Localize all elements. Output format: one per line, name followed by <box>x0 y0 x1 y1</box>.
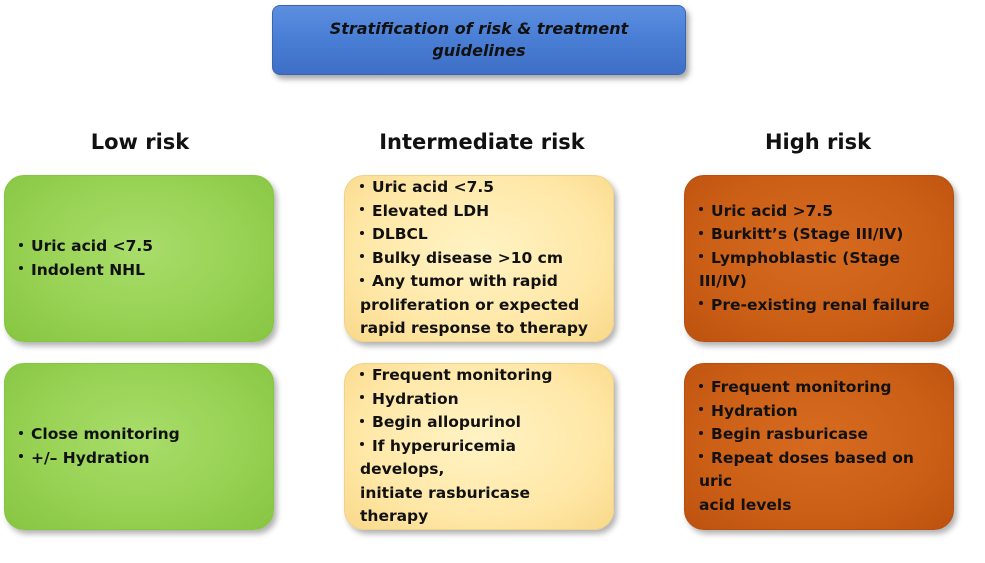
list-item: If hyperuricemia develops, <box>360 436 516 479</box>
list-item: Begin rasburicase <box>699 423 939 447</box>
header-high-risk: High risk <box>764 130 872 154</box>
bullet-icon <box>360 254 364 259</box>
bullet-icon <box>699 301 703 306</box>
list-item-continuation: proliferation or expected <box>360 295 580 314</box>
high-risk-treatment-box: Frequent monitoring Hydration Begin rasb… <box>684 363 954 530</box>
list-item: Uric acid <7.5 <box>360 176 588 200</box>
bullet-icon <box>699 430 703 435</box>
bullet-icon <box>360 183 364 188</box>
list-item: Uric acid <7.5 <box>19 235 153 259</box>
high-risk-criteria-box: Uric acid >7.5 Burkitt’s (Stage III/IV) … <box>684 175 954 342</box>
list-item: Pre-existing renal failure <box>699 294 939 318</box>
list-item: Begin allopurinol <box>360 411 599 435</box>
list-item: Close monitoring <box>19 423 180 447</box>
header-low-risk: Low risk <box>90 130 190 154</box>
bullet-icon <box>360 418 364 423</box>
bullet-icon <box>360 230 364 235</box>
list-item: Hydration <box>699 400 939 424</box>
list-item: Bulky disease >10 cm <box>360 247 588 271</box>
bullet-icon <box>699 407 703 411</box>
list-item: Hydration <box>360 388 599 412</box>
bullet-icon <box>19 454 23 458</box>
list-item-continuation: acid levels <box>699 495 792 514</box>
list-item: Indolent NHL <box>19 259 153 283</box>
bullet-icon <box>360 207 364 212</box>
list-item: Elevated LDH <box>360 200 588 224</box>
bullet-icon <box>699 383 703 388</box>
list-item-continuation: rapid response to therapy <box>360 319 589 338</box>
title-line-1: Stratification of risk & treatment <box>329 19 629 38</box>
bullet-icon <box>699 230 703 235</box>
list-item: Uric acid >7.5 <box>699 200 939 224</box>
low-risk-criteria-box: Uric acid <7.5 Indolent NHL <box>4 175 274 342</box>
bullet-icon <box>360 371 364 376</box>
title-box: Stratification of risk & treatment guide… <box>272 5 686 75</box>
header-intermediate-risk: Intermediate risk <box>379 130 585 154</box>
bullet-icon <box>19 266 23 270</box>
list-item: Frequent monitoring <box>699 376 939 400</box>
list-item: Lymphoblastic (Stage III/IV) <box>699 248 900 291</box>
title-line-2: guidelines <box>432 41 526 60</box>
intermediate-risk-criteria-box: Uric acid <7.5 Elevated LDH DLBCL Bulky … <box>344 175 614 342</box>
list-item-continuation: initiate rasburicase therapy <box>360 483 530 526</box>
bullet-icon <box>699 454 703 458</box>
list-item: Repeat doses based on uric <box>699 448 914 490</box>
low-risk-treatment-box: Close monitoring +/– Hydration <box>4 363 274 530</box>
bullet-icon <box>19 242 23 247</box>
bullet-icon <box>699 254 703 259</box>
intermediate-risk-treatment-box: Frequent monitoring Hydration Begin allo… <box>344 363 614 530</box>
list-item: Any tumor with rapid <box>360 270 588 294</box>
bullet-icon <box>360 442 364 447</box>
bullet-icon <box>360 277 364 282</box>
bullet-icon <box>699 207 703 212</box>
list-item: +/– Hydration <box>19 447 180 471</box>
list-item: Burkitt’s (Stage III/IV) <box>699 223 939 247</box>
bullet-icon <box>360 395 364 400</box>
list-item: Frequent monitoring <box>360 364 599 388</box>
bullet-icon <box>19 430 23 435</box>
list-item: DLBCL <box>360 223 588 247</box>
